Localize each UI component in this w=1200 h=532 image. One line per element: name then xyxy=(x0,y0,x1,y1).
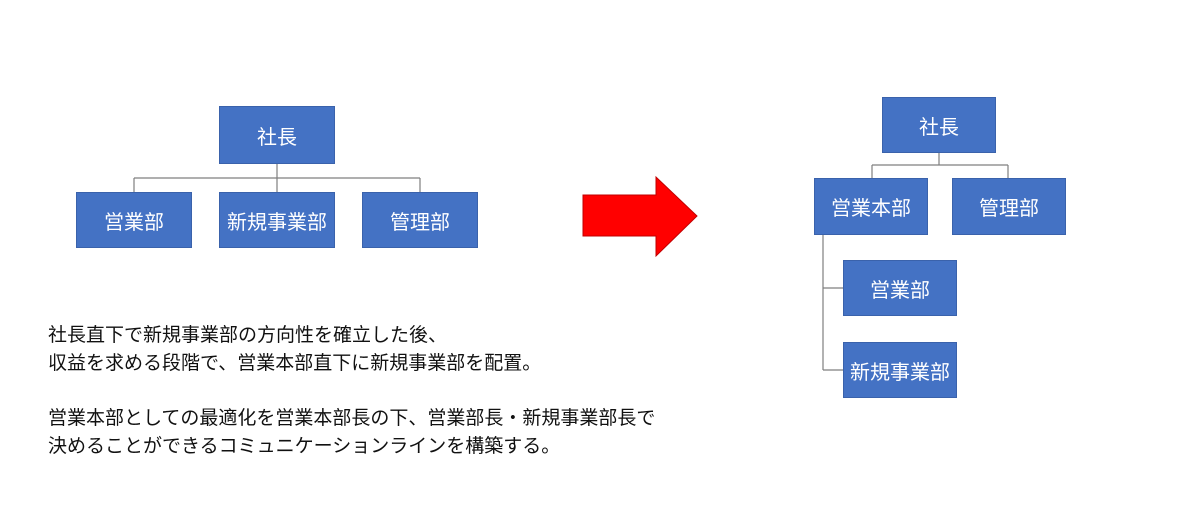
after-new-business-label: 新規事業部 xyxy=(850,359,950,384)
before-president-box: 社長 xyxy=(219,106,335,164)
before-dept-sales-label: 営業部 xyxy=(104,209,164,234)
before-dept-new-business-box: 新規事業部 xyxy=(219,192,335,248)
before-president-label: 社長 xyxy=(257,124,297,149)
transition-arrow xyxy=(582,175,698,258)
after-new-business-box: 新規事業部 xyxy=(843,342,957,398)
before-dept-admin-label: 管理部 xyxy=(390,209,450,234)
after-president-box: 社長 xyxy=(882,97,996,153)
after-admin-label: 管理部 xyxy=(979,196,1039,220)
before-dept-admin-box: 管理部 xyxy=(362,192,478,248)
after-sales-dept-box: 営業部 xyxy=(843,260,957,316)
description-line-2: 収益を求める段階で、営業本部直下に新規事業部を配置。 xyxy=(48,352,542,374)
after-admin-box: 管理部 xyxy=(952,178,1066,235)
description-line-4: 決めることができるコミュニケーションラインを構築する。 xyxy=(48,435,561,457)
before-dept-new-business-label: 新規事業部 xyxy=(227,209,327,234)
after-sales-hq-label: 営業本部 xyxy=(831,196,911,220)
after-sales-dept-label: 営業部 xyxy=(870,277,930,302)
after-sales-hq-box: 営業本部 xyxy=(814,178,928,235)
before-dept-sales-box: 営業部 xyxy=(76,192,192,248)
after-president-label: 社長 xyxy=(919,114,959,139)
description-line-1: 社長直下で新規事業部の方向性を確立した後、 xyxy=(48,324,448,346)
description-line-3: 営業本部としての最適化を営業本部長の下、営業部長・新規事業部長で xyxy=(48,407,656,429)
